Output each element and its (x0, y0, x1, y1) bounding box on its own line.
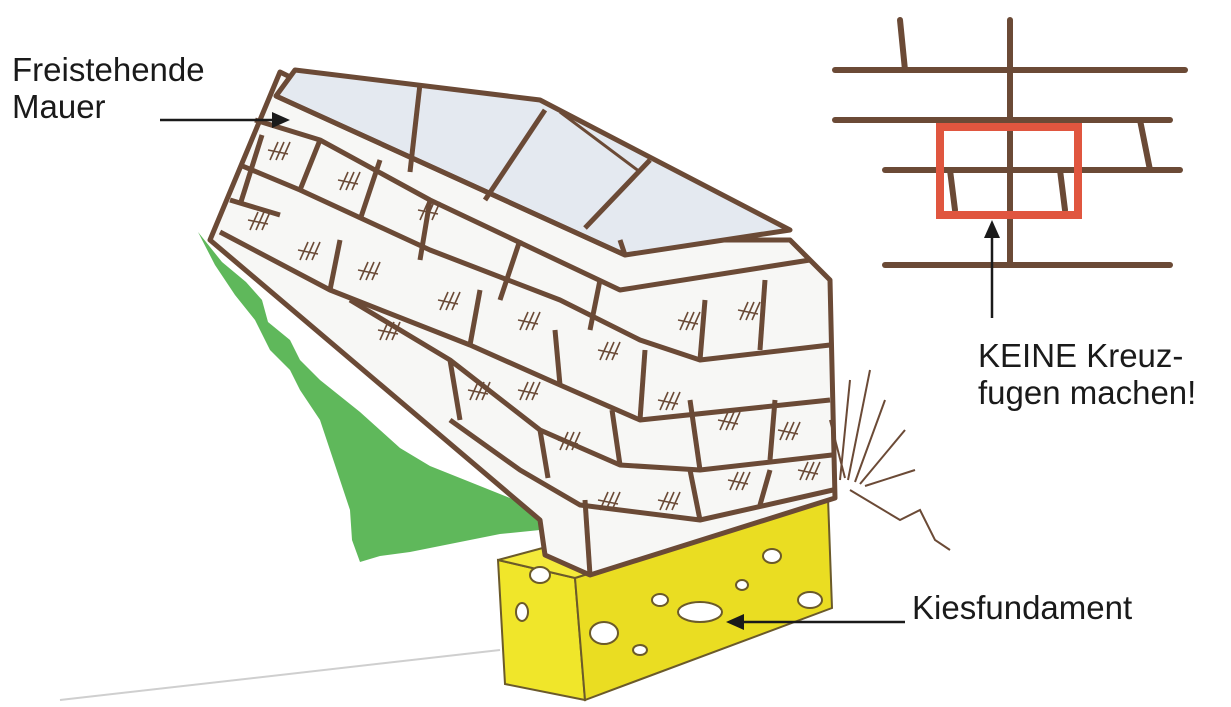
ground-line (60, 650, 500, 700)
joint-detail-inset (835, 20, 1185, 265)
label-wall-line-2: Mauer (12, 89, 205, 126)
label-cross-line-2: fugen machen! (978, 375, 1196, 412)
label-foundation-text: Kiesfundament (912, 590, 1132, 627)
label-freestanding-wall: Freistehende Mauer (12, 52, 205, 126)
label-gravel-foundation: Kiesfundament (912, 590, 1132, 627)
label-cross-line-1: KEINE Kreuz- (978, 338, 1196, 375)
label-no-cross-joints: KEINE Kreuz- fugen machen! (978, 338, 1196, 412)
grass-tuft (830, 370, 950, 550)
label-wall-line-1: Freistehende (12, 52, 205, 89)
